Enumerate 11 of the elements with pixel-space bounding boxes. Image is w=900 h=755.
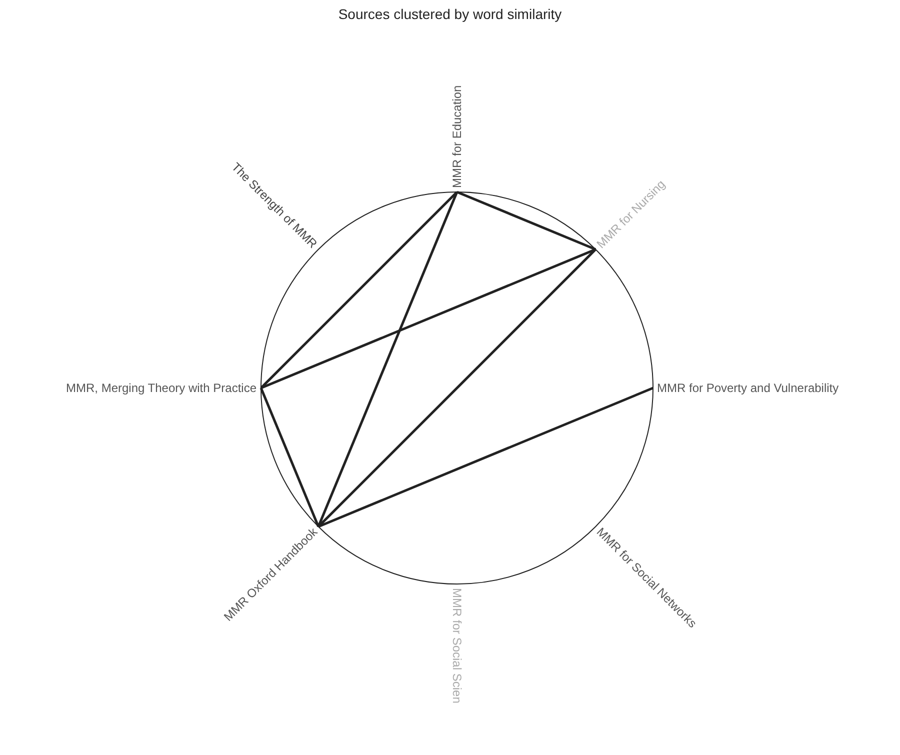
connector-line (318, 386, 654, 528)
node-label: MMR for Social Scien (450, 588, 464, 704)
node-label: MMR for Poverty and Vulnerability (657, 381, 839, 395)
connector-line (318, 248, 596, 528)
connector-line (456, 190, 596, 251)
node-label: MMR for Education (450, 85, 464, 188)
node-label: MMR, Merging Theory with Practice (66, 381, 256, 395)
connector-line (260, 248, 596, 390)
connector-line (260, 191, 458, 389)
connector-line (260, 388, 320, 528)
chart-title: Sources clustered by word similarity (337, 6, 563, 22)
